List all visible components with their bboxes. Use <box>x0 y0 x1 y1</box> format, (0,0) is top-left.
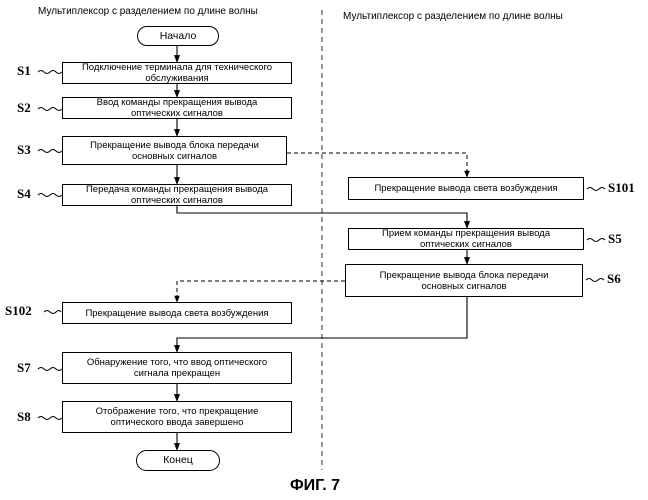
step-label-s4: S4 <box>17 186 31 202</box>
step-s7-line1: Обнаружение того, что ввод оптического <box>87 357 267 368</box>
leader-s102 <box>44 311 61 314</box>
dashed-arrow-s3-s101 <box>287 153 467 177</box>
step-s1-line1: Подключение терминала для технического <box>82 62 272 73</box>
step-s1-line2: обслуживания <box>145 73 208 84</box>
end-terminator: Конец <box>136 450 220 471</box>
step-label-s101: S101 <box>608 180 635 196</box>
leader-s1 <box>38 71 62 74</box>
step-s6-line1: Прекращение вывода блока передачи <box>380 270 549 281</box>
step-s8-line2: оптического ввода завершено <box>111 417 244 428</box>
step-s102-box: Прекращение вывода света возбуждения <box>62 302 292 324</box>
step-s101-box: Прекращение вывода света возбуждения <box>348 177 584 200</box>
step-s3-line2: основных сигналов <box>132 151 217 162</box>
step-label-s5: S5 <box>608 231 622 247</box>
step-s5-box: Прием команды прекращения выводаоптическ… <box>348 228 584 250</box>
leader-s6 <box>586 279 604 282</box>
step-s6-box: Прекращение вывода блока передачиосновны… <box>345 264 583 297</box>
step-s5-line1: Прием команды прекращения вывода <box>382 228 550 239</box>
step-label-s102: S102 <box>5 303 32 319</box>
step-s7-line2: сигнала прекращен <box>134 368 220 379</box>
leader-s8 <box>38 417 62 420</box>
right-column-title: Мультиплексор с разделением по длине вол… <box>343 11 563 22</box>
step-s2-box: Ввод команды прекращения выводаоптически… <box>62 97 292 119</box>
leader-s4 <box>38 194 62 197</box>
leader-s7 <box>38 368 62 371</box>
step-s2-line2: оптических сигналов <box>131 108 223 119</box>
step-s102-line1: Прекращение вывода света возбуждения <box>85 308 268 319</box>
leader-s5 <box>587 239 605 242</box>
step-s4-line1: Передача команды прекращения вывода <box>86 184 268 195</box>
dashed-arrow-s6-s102 <box>177 281 345 302</box>
step-s8-line1: Отображение того, что прекращение <box>96 406 259 417</box>
step-s1-box: Подключение терминала для техническогооб… <box>62 62 292 84</box>
figure-caption: ФИГ. 7 <box>290 477 340 495</box>
step-s6-line2: основных сигналов <box>421 281 506 292</box>
leader-s3 <box>38 150 62 153</box>
step-label-s3: S3 <box>17 142 31 158</box>
step-s4-box: Передача команды прекращения выводаоптич… <box>62 184 292 206</box>
step-s5-line2: оптических сигналов <box>420 239 512 250</box>
left-column-title: Мультиплексор с разделением по длине вол… <box>38 6 258 17</box>
step-label-s8: S8 <box>17 409 31 425</box>
step-s8-box: Отображение того, что прекращениеоптичес… <box>62 401 292 433</box>
step-label-s7: S7 <box>17 360 31 376</box>
leader-s101 <box>587 188 605 191</box>
start-terminator: Начало <box>137 26 219 46</box>
step-s4-line2: оптических сигналов <box>131 195 223 206</box>
step-s3-box: Прекращение вывода блока передачиосновны… <box>62 136 287 165</box>
step-s2-line1: Ввод команды прекращения вывода <box>97 97 258 108</box>
step-label-s6: S6 <box>607 271 621 287</box>
step-label-s2: S2 <box>17 100 31 116</box>
step-label-s1: S1 <box>17 63 31 79</box>
leader-s2 <box>38 108 62 111</box>
step-s3-line1: Прекращение вывода блока передачи <box>90 140 259 151</box>
step-s7-box: Обнаружение того, что ввод оптическогоси… <box>62 352 292 384</box>
step-s101-line1: Прекращение вывода света возбуждения <box>374 183 557 194</box>
